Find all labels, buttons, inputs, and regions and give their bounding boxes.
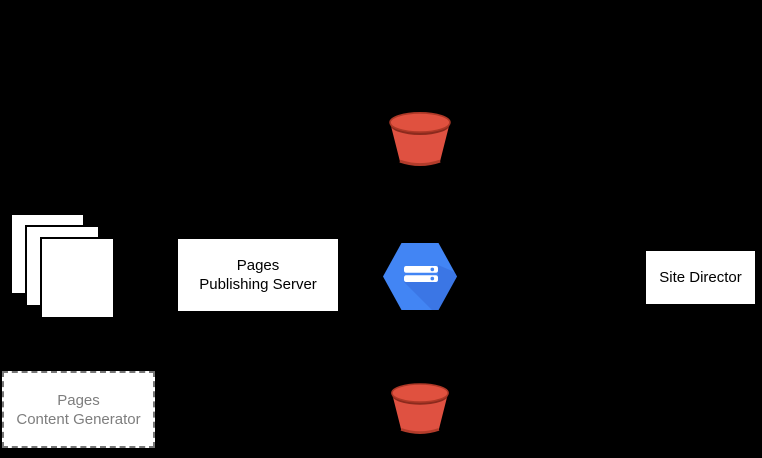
storage-bucket-icon (387, 111, 453, 169)
page-sheet (40, 237, 115, 319)
pages-publishing-server-node: Pages Publishing Server (178, 239, 338, 311)
site-director-node: Site Director (646, 251, 755, 304)
stacked-pages-icon (10, 213, 120, 323)
pages-content-generator-node: Pages Content Generator (2, 371, 155, 448)
cloud-storage-hexagon-icon (383, 243, 457, 310)
storage-bucket-icon (389, 381, 451, 438)
